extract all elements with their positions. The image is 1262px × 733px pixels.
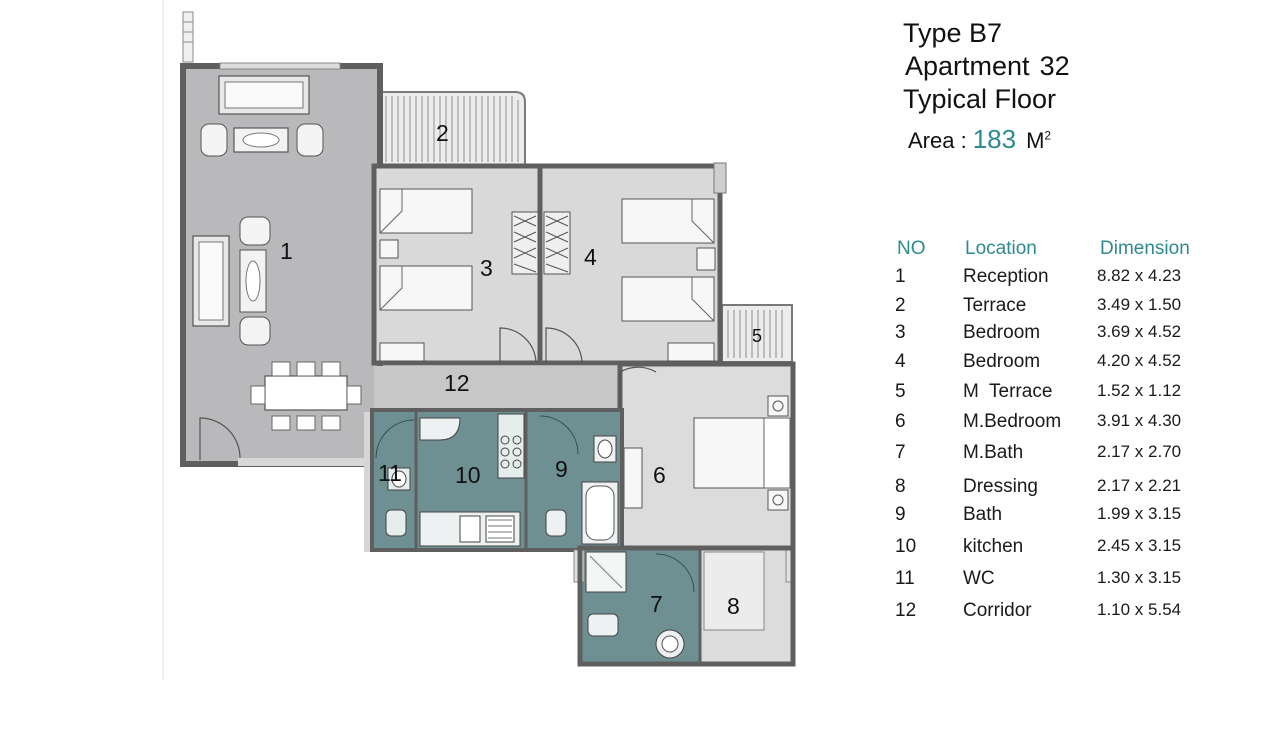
- room-label-7: 7: [650, 591, 663, 617]
- legend-row: 5 M Terrace 1.52 x 1.12: [885, 381, 1215, 407]
- legend-location: Terrace: [963, 295, 1027, 316]
- legend-header-dimension: Dimension: [1100, 238, 1190, 259]
- legend-no: 11: [895, 568, 915, 589]
- legend-row: 10 kitchen 2.45 x 3.15: [885, 536, 1215, 562]
- room-bedroom-4: [537, 162, 727, 366]
- legend-row: 7 M.Bath 2.17 x 2.70: [885, 442, 1215, 468]
- legend-row: 1 Reception 8.82 x 4.23: [885, 266, 1215, 292]
- room-label-10: 10: [455, 462, 481, 488]
- legend-dimension: 1.10 x 5.54: [1097, 600, 1182, 619]
- floor-plan: 1 2 3 4 5 6 7 8 9 10 11 12: [162, 0, 796, 680]
- legend-row: 12 Corridor 1.10 x 5.54: [885, 600, 1215, 626]
- room-reception: [180, 62, 383, 467]
- room-terrace: [379, 91, 526, 166]
- apartment-label: Apartment: [905, 51, 1030, 81]
- legend-dimension: 1.30 x 3.15: [1097, 568, 1182, 587]
- legend-dimension: 2.17 x 2.70: [1097, 442, 1182, 461]
- room-dressing: [700, 547, 795, 664]
- unit-type: Type B7: [903, 18, 1003, 48]
- area-unit: M: [1026, 128, 1045, 153]
- legend-location: WC: [963, 568, 995, 589]
- room-label-4: 4: [584, 244, 597, 270]
- room-m-bath: [573, 548, 700, 664]
- room-label-2: 2: [436, 120, 449, 146]
- area-unit-sup: 2: [1044, 128, 1052, 143]
- legend-header-location: Location: [965, 238, 1037, 259]
- legend-row: 4 Bedroom 4.20 x 4.52: [885, 351, 1215, 377]
- legend-no: 6: [895, 411, 906, 432]
- area-label: Area :: [908, 128, 967, 153]
- room-label-8: 8: [727, 593, 740, 619]
- legend-row: 9 Bath 1.99 x 3.15: [885, 504, 1215, 530]
- legend-no: 9: [895, 504, 906, 525]
- apartment-number: 32: [1039, 51, 1070, 81]
- legend-dimension: 1.99 x 3.15: [1097, 504, 1182, 523]
- room-kitchen: [416, 412, 526, 552]
- legend-dimension: 2.45 x 3.15: [1097, 536, 1182, 555]
- legend-location: Bath: [963, 504, 1003, 525]
- legend-dimension: 1.52 x 1.12: [1097, 381, 1182, 400]
- legend-location: M Terrace: [963, 381, 1053, 402]
- legend-dimension: 3.49 x 1.50: [1097, 295, 1182, 314]
- room-m-bedroom: [617, 361, 796, 551]
- room-label-11: 11: [378, 460, 402, 486]
- legend-location: kitchen: [963, 536, 1024, 557]
- legend-row: 11 WC 1.30 x 3.15: [885, 568, 1215, 594]
- room-bath: [526, 412, 620, 548]
- legend-row: 2 Terrace 3.49 x 1.50: [885, 295, 1215, 321]
- room-wc: [374, 412, 416, 552]
- legend-dimension: 4.20 x 4.52: [1097, 351, 1182, 370]
- room-bedroom-3: [371, 163, 543, 366]
- room-label-3: 3: [480, 255, 493, 281]
- room-label-5: 5: [752, 326, 762, 346]
- legend-location: Dressing: [963, 476, 1038, 497]
- legend-location: Corridor: [963, 600, 1032, 621]
- legend-no: 1: [895, 266, 906, 287]
- room-label-12: 12: [444, 370, 470, 396]
- legend-no: 7: [895, 442, 906, 463]
- legend-no: 5: [895, 381, 906, 402]
- legend-row: 8 Dressing 2.17 x 2.21: [885, 476, 1215, 502]
- legend-header-no: NO: [897, 238, 926, 259]
- floor-title: Typical Floor: [903, 84, 1057, 114]
- legend-location: Reception: [963, 266, 1049, 287]
- legend-no: 4: [895, 351, 906, 372]
- legend-dimension: 8.82 x 4.23: [1097, 266, 1182, 285]
- legend-no: 3: [895, 322, 906, 343]
- legend-dimension: 2.17 x 2.21: [1097, 476, 1182, 495]
- apartment-title: Apartment 32: [905, 51, 1070, 82]
- area-line: Area :183 M2: [908, 124, 1051, 155]
- room-label-9: 9: [555, 456, 568, 482]
- room-corridor: [364, 366, 620, 552]
- legend-dimension: 3.69 x 4.52: [1097, 322, 1182, 341]
- legend-row: 3 Bedroom 3.69 x 4.52: [885, 322, 1215, 348]
- legend-row: 6 M.Bedroom 3.91 x 4.30: [885, 411, 1215, 437]
- legend-dimension: 3.91 x 4.30: [1097, 411, 1182, 430]
- legend-location: M.Bath: [963, 442, 1024, 463]
- legend-no: 12: [895, 600, 917, 621]
- legend-no: 2: [895, 295, 906, 316]
- column-stub: [182, 11, 194, 63]
- legend-no: 8: [895, 476, 906, 497]
- area-value: 183: [972, 124, 1017, 154]
- legend-location: Bedroom: [963, 351, 1041, 372]
- legend-location: M.Bedroom: [963, 411, 1062, 432]
- room-label-1: 1: [280, 238, 293, 264]
- legend-location: Bedroom: [963, 322, 1041, 343]
- legend-no: 10: [895, 536, 917, 557]
- room-label-6: 6: [653, 462, 666, 488]
